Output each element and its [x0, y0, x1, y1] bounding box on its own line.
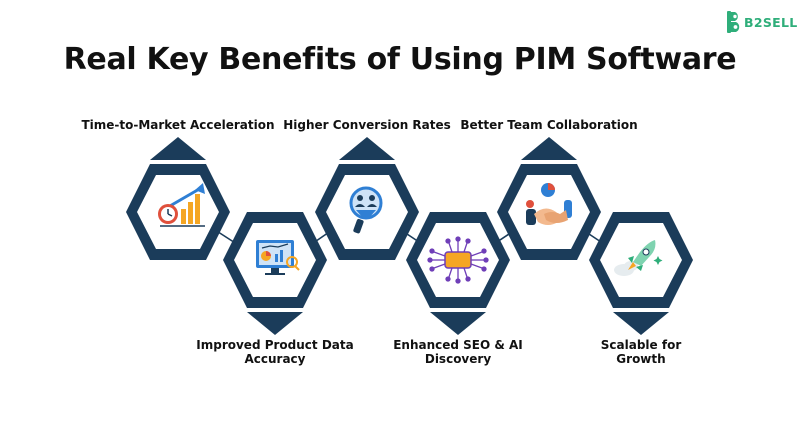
benefit-label-conversion-rates: Higher Conversion Rates	[283, 118, 451, 132]
benefit-label-seo-ai: Enhanced SEO & AI Discovery	[393, 338, 523, 366]
benefit-node-seo-ai	[406, 212, 510, 335]
handshake-icon	[526, 183, 572, 225]
rocket-icon	[614, 240, 663, 276]
analytics-dashboard-icon	[256, 240, 300, 275]
b2sell-logo-icon	[727, 11, 740, 33]
benefit-label-scalable-growth: Scalable for Growth	[600, 338, 682, 366]
hexagon-inner	[137, 175, 219, 249]
magnifier-funnel-users-icon	[349, 186, 383, 234]
benefit-node-time-to-market	[126, 137, 230, 260]
benefit-label-data-accuracy: Improved Product Data Accuracy	[196, 338, 354, 366]
brand-logo: B2SELL	[727, 11, 798, 33]
benefit-label-team-collaboration: Better Team Collaboration	[460, 118, 638, 132]
pointer-triangle-down	[613, 312, 669, 335]
benefit-label-time-to-market: Time-to-Market Acceleration	[81, 118, 275, 132]
pointer-triangle-down	[430, 312, 486, 335]
brand-name: B2SELL	[744, 14, 798, 30]
pointer-triangle-up	[339, 137, 395, 160]
page-title: Real Key Benefits of Using PIM Software	[63, 42, 737, 77]
benefit-node-team-collaboration	[497, 137, 601, 260]
benefit-node-conversion-rates	[315, 137, 419, 260]
pointer-triangle-up	[521, 137, 577, 160]
pointer-triangle-down	[247, 312, 303, 335]
benefit-node-scalable-growth	[589, 212, 693, 335]
seo-chip-icon	[427, 236, 489, 284]
pointer-triangle-up	[150, 137, 206, 160]
clock-growth-chart-icon	[158, 183, 205, 227]
benefit-node-data-accuracy	[223, 212, 327, 335]
